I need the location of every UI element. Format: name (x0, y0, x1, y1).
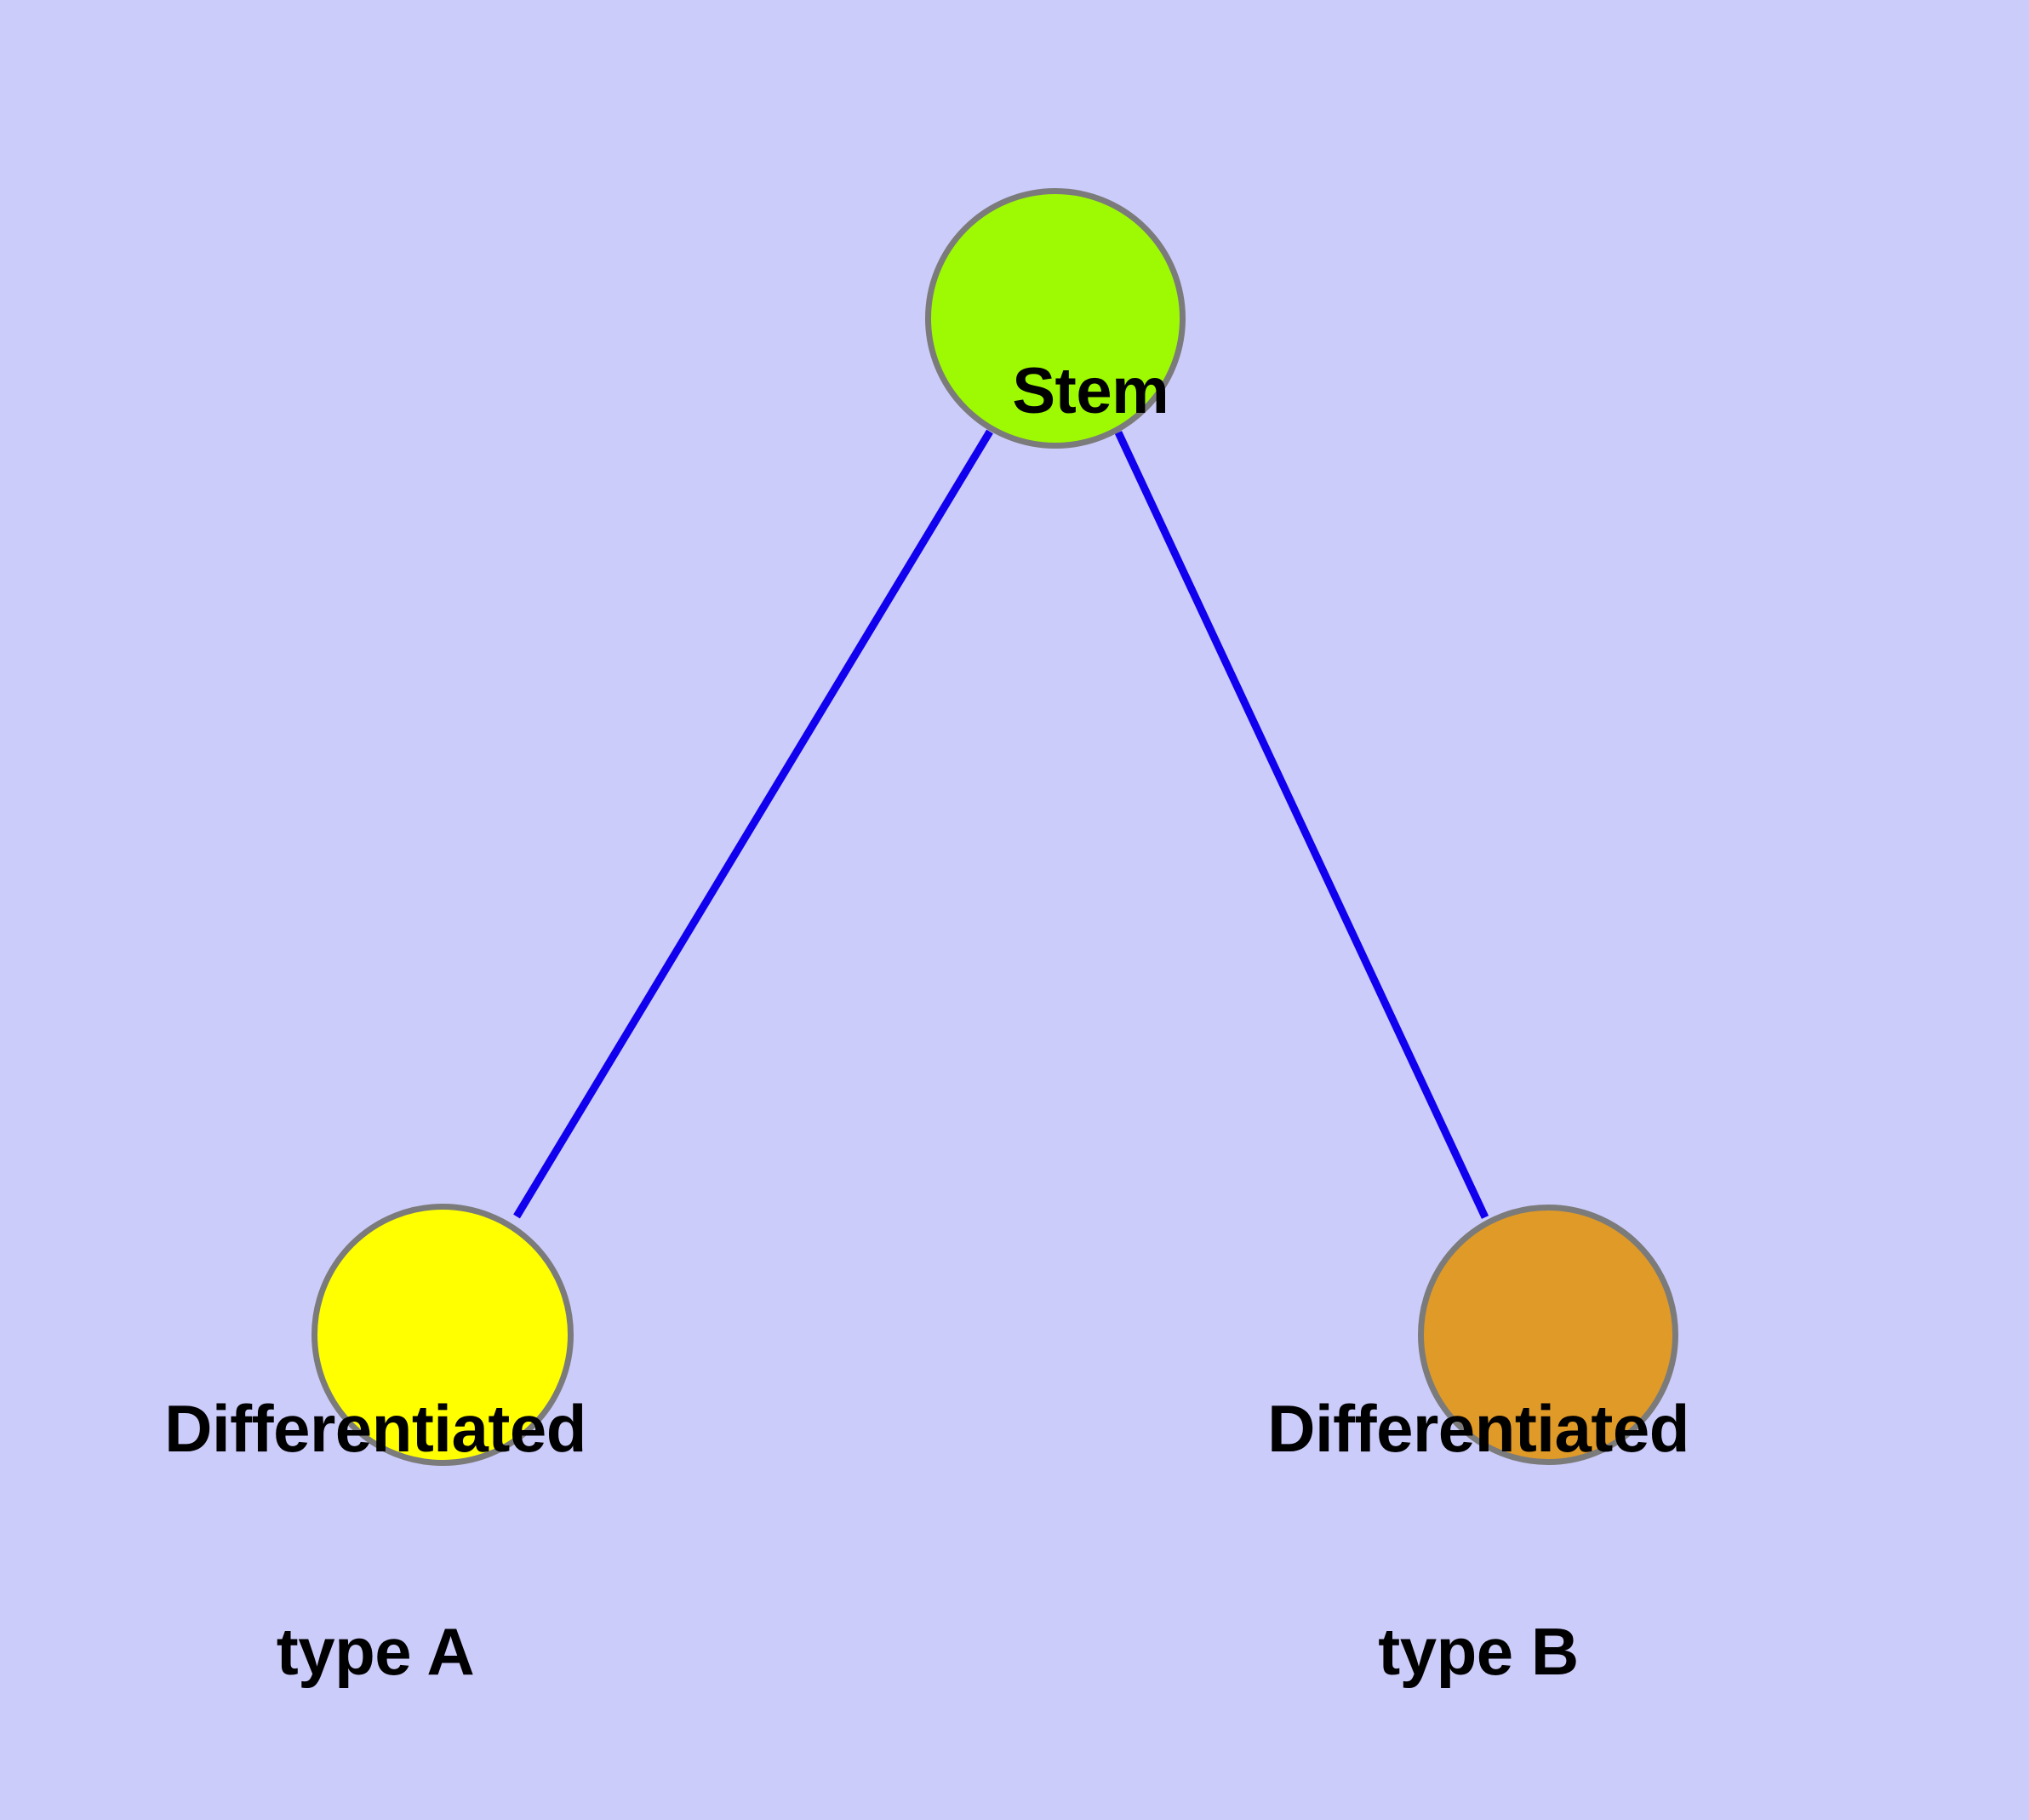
edge-stem-to-differentiated-type-a (513, 429, 993, 1219)
node-differentiated-type-b[interactable] (1418, 1205, 1678, 1465)
edge-stem-to-differentiated-type-b (1114, 431, 1489, 1219)
node-differentiated-type-a[interactable] (311, 1204, 574, 1466)
node-stem[interactable] (925, 188, 1186, 449)
